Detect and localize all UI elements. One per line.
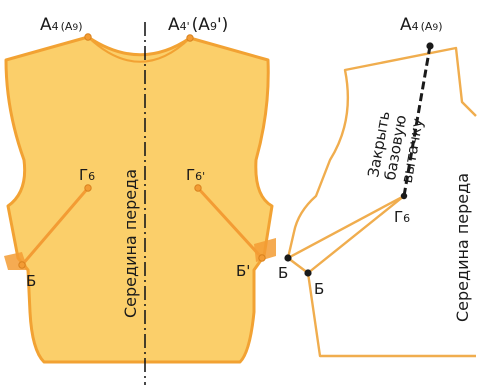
center-text-left: Середина переда (121, 169, 140, 318)
point-a4-right (426, 42, 434, 50)
label-b-lower-right: Б (314, 280, 324, 298)
label-g6-right: Г6 (394, 208, 410, 226)
label-b: Б (26, 272, 36, 290)
left-bodice: A4(A9) A4'(A9') Г6 Г6' Б Б' Середина пер… (4, 15, 276, 385)
point-g6-right (400, 192, 408, 200)
center-text-right: Середина переда (453, 173, 472, 322)
right-dart-line (196, 186, 264, 260)
label-g6-prime: Г6' (186, 166, 205, 184)
neckline-curve (87, 36, 191, 63)
point-g6-prime (194, 184, 202, 192)
dart-leg-upper (287, 194, 405, 260)
right-outline: A4(A9) Закрыть базовую вытачку Г6 Б Б Се… (278, 15, 477, 358)
point-g6 (84, 184, 92, 192)
point-b (18, 261, 26, 269)
point-b-lower (304, 269, 312, 277)
dart-note: Закрыть базовую вытачку (364, 110, 427, 185)
left-dart-line (20, 186, 90, 267)
label-a4: A4(A9) (40, 15, 83, 35)
label-b-prime: Б' (236, 262, 250, 280)
point-a4-prime (186, 34, 194, 42)
outline-shape (286, 46, 477, 358)
label-a4-right: A4(A9) (400, 15, 443, 35)
point-b-prime (258, 254, 266, 262)
dart-leg-lower (307, 195, 405, 274)
dart-dashed-line (402, 45, 432, 197)
point-a4 (84, 33, 92, 41)
label-a4-prime: A4'(A9') (168, 15, 228, 35)
label-g6: Г6 (79, 166, 95, 184)
bodice-shape (4, 35, 274, 364)
point-b-upper (284, 254, 292, 262)
label-b-upper-right: Б (278, 264, 288, 282)
